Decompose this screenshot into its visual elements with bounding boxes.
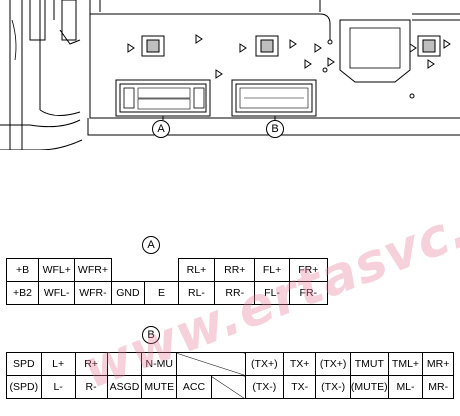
pin-cell: ML- <box>387 375 424 399</box>
pin-cell: E <box>144 281 179 305</box>
pin-cell: MUTE <box>141 375 178 399</box>
pin-cell: +B <box>5 258 40 282</box>
connector-b-row-bottom: (SPD) L- R- ASGD MUTE ACC (TX-) TX- (TX-… <box>6 375 454 399</box>
pin-cell: ASGD <box>106 375 143 399</box>
pin-cell: MR+ <box>422 352 454 376</box>
connector-b-marker-top: B <box>266 120 284 138</box>
pin-cell: TMUT <box>349 352 389 376</box>
pin-cell: WFR+ <box>74 258 112 282</box>
pin-cell: FR- <box>288 281 329 305</box>
pin-cell: WFR- <box>74 281 112 305</box>
pin-cell: L- <box>40 375 76 399</box>
pin-cell: MR- <box>422 375 454 399</box>
diagonal-blank-cell <box>210 375 246 399</box>
radio-rear-panel-drawing <box>0 0 460 150</box>
pin-cell <box>111 259 145 282</box>
pin-cell: +B2 <box>5 281 40 305</box>
pin-cell: L+ <box>40 352 76 376</box>
pin-cell: R- <box>74 375 108 399</box>
pin-cell: WFL- <box>38 281 76 305</box>
connector-b-pin-table: SPD L+ R+ N-MU (TX+) TX+ (TX+) TMUT TML+… <box>6 352 454 399</box>
pin-cell: SPD <box>6 352 42 376</box>
pin-cell <box>106 352 143 376</box>
pin-cell: (SPD) <box>6 375 42 399</box>
pin-cell: TML+ <box>387 352 424 376</box>
pin-cell <box>145 259 179 282</box>
pin-cell: RL+ <box>177 258 216 282</box>
pin-cell: FL+ <box>254 258 290 282</box>
pin-cell: (TX-) <box>315 375 351 399</box>
pin-cell: ACC <box>176 375 212 399</box>
connector-b-row-top: SPD L+ R+ N-MU (TX+) TX+ (TX+) TMUT TML+… <box>6 352 454 376</box>
pin-cell: (MUTE) <box>349 375 389 399</box>
pin-cell: (TX+) <box>315 352 351 376</box>
pin-cell: RR+ <box>214 258 256 282</box>
pin-cell: GND <box>110 281 146 305</box>
connector-a-pin-table: +B WFL+ WFR+ RL+ RR+ FL+ FR+ +B2 WFL- WF… <box>5 258 329 305</box>
connector-a-marker-top: A <box>152 120 170 138</box>
connector-a-marker: A <box>142 236 160 254</box>
connector-b-marker: B <box>142 326 160 344</box>
pin-cell: (TX-) <box>244 375 285 399</box>
pin-cell: RL- <box>177 281 216 305</box>
pin-cell: TX- <box>282 375 317 399</box>
connector-a-row-top: +B WFL+ WFR+ RL+ RR+ FL+ FR+ <box>5 258 329 282</box>
pin-cell: FR+ <box>288 258 329 282</box>
connector-a-row-bottom: +B2 WFL- WFR- GND E RL- RR- FL- FR- <box>5 281 329 305</box>
pin-cell: R+ <box>74 352 108 376</box>
pin-cell: RR- <box>214 281 256 305</box>
diagonal-blank-cell <box>176 352 246 376</box>
pin-cell: WFL+ <box>38 258 76 282</box>
pin-cell: TX+ <box>282 352 317 376</box>
pin-cell: N-MU <box>141 352 178 376</box>
pin-cell: (TX+) <box>244 352 285 376</box>
pin-cell: FL- <box>254 281 290 305</box>
